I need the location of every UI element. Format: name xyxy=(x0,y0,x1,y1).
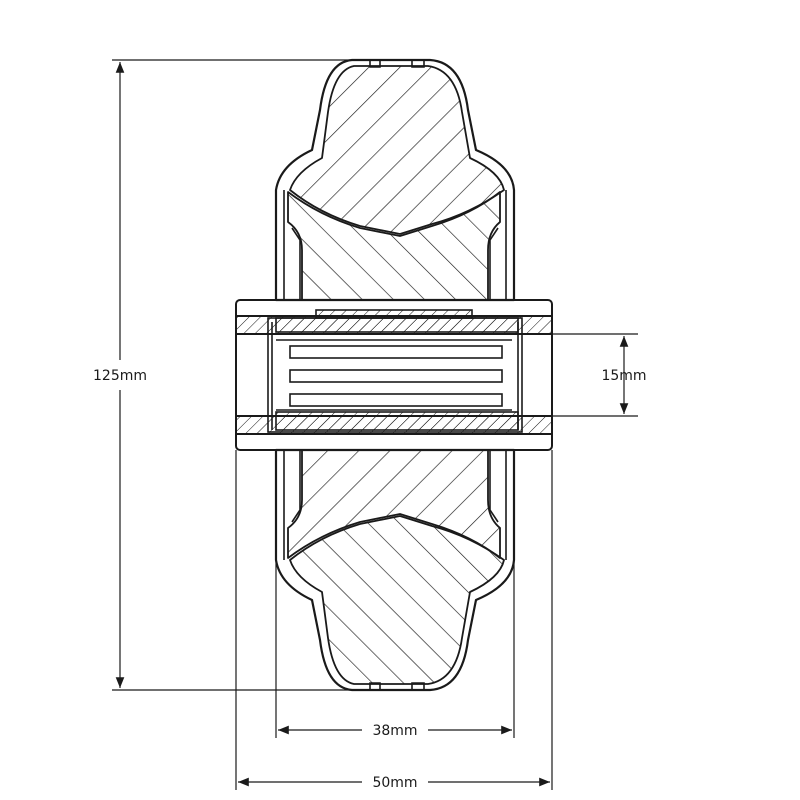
overall-diameter-label: 125mm xyxy=(93,368,147,384)
rim-walls xyxy=(283,190,507,560)
wheel-centre-section xyxy=(287,191,501,559)
dimension-overall-diameter: 125mm xyxy=(93,61,147,688)
dimension-bore-diameter: 15mm xyxy=(601,336,647,414)
tread-width-label: 38mm xyxy=(372,723,417,739)
hub-length-label: 50mm xyxy=(372,775,417,791)
extension-lines xyxy=(112,59,638,790)
tyre-hatched-section xyxy=(289,65,505,685)
needle-bearing xyxy=(267,309,523,433)
bore-diameter-label: 15mm xyxy=(601,368,646,384)
dimension-hub-length: 50mm xyxy=(238,775,550,791)
dimension-tread-width: 38mm xyxy=(278,723,512,739)
